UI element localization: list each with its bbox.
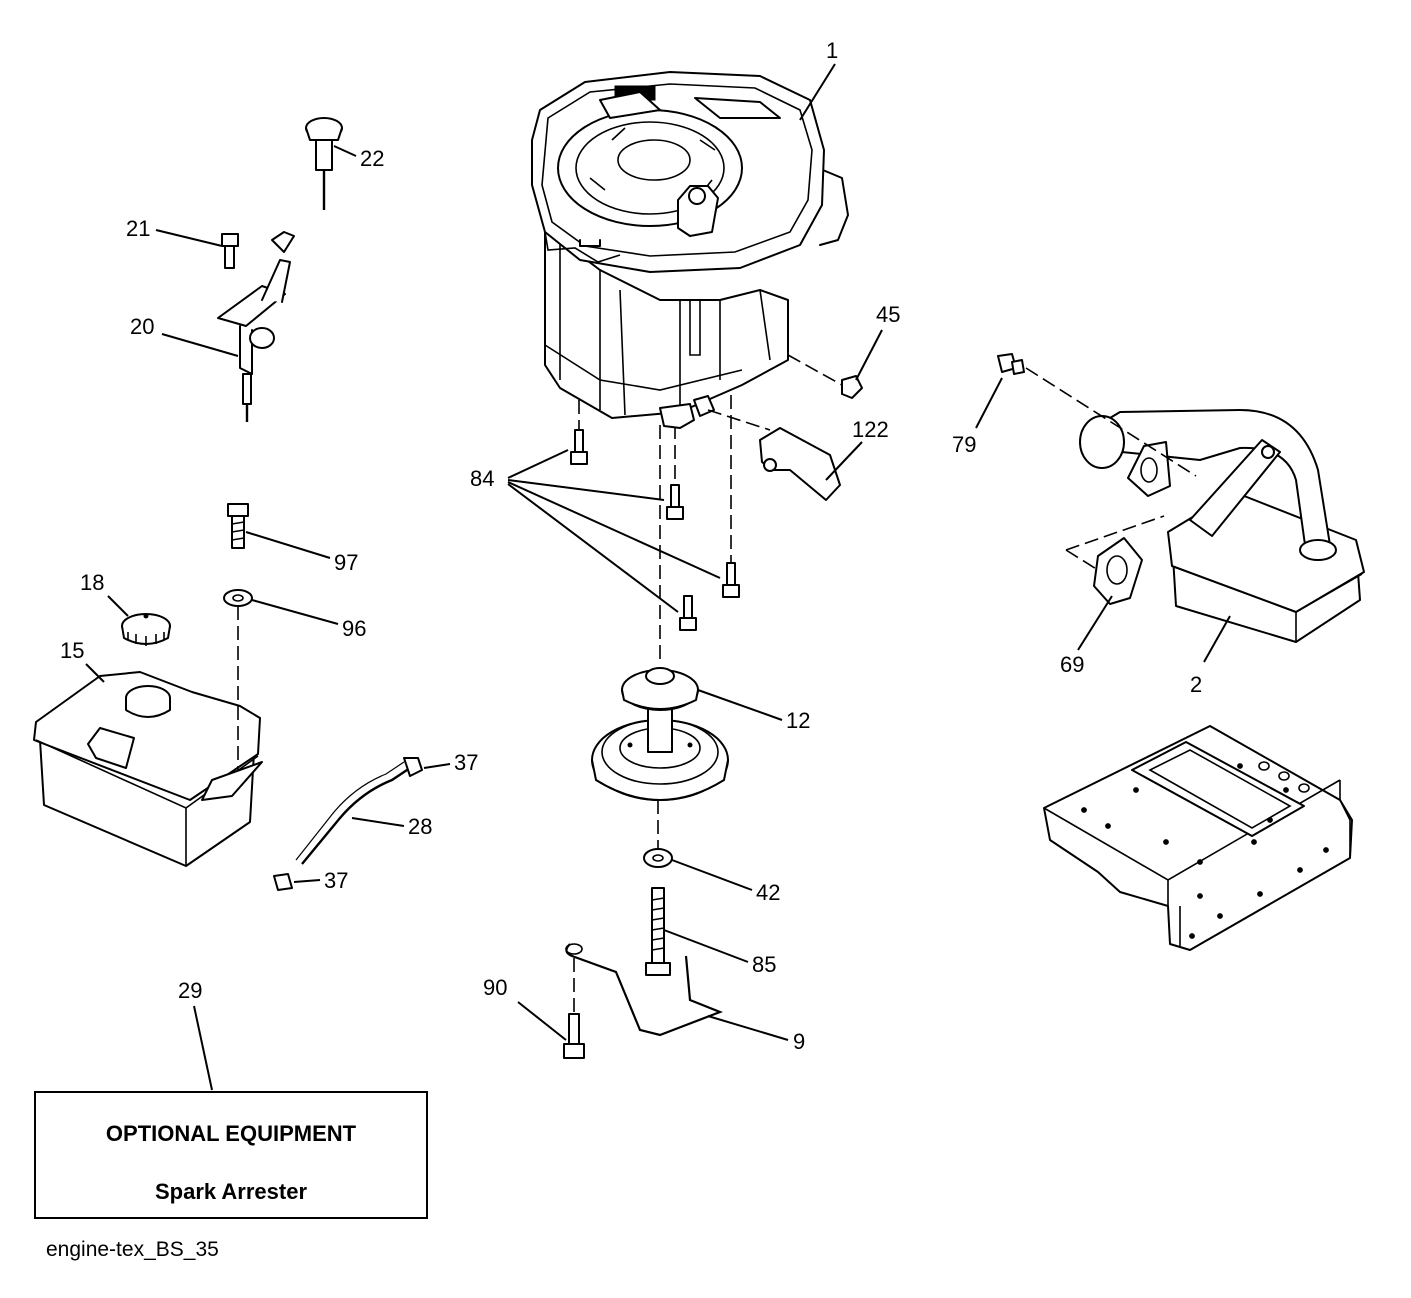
callout-84: 84 bbox=[470, 466, 494, 491]
bolt-84-d bbox=[679, 595, 697, 631]
choke-knob bbox=[305, 117, 343, 210]
gasket-69 bbox=[1093, 537, 1143, 605]
callout-20: 20 bbox=[130, 314, 154, 339]
fuel-cap bbox=[121, 613, 171, 646]
bolt-84-c bbox=[722, 562, 740, 598]
callout-15: 15 bbox=[60, 638, 84, 663]
callout-45: 45 bbox=[876, 302, 900, 327]
callout-fuel-line-28: 28 bbox=[408, 814, 432, 839]
bolt-84-a bbox=[570, 429, 588, 465]
throttle-control bbox=[217, 231, 295, 422]
bolt-85 bbox=[645, 887, 671, 976]
callout-spark-arrester: 29 bbox=[178, 978, 202, 1003]
callout-79: 79 bbox=[952, 432, 976, 457]
callout-18: 18 bbox=[80, 570, 104, 595]
bolt-84-b bbox=[666, 484, 684, 520]
bolt-79 bbox=[997, 353, 1025, 375]
figure-id: engine-tex_BS_35 bbox=[46, 1238, 219, 1261]
muffler bbox=[1079, 409, 1365, 643]
optional-equipment-title: OPTIONAL EQUIPMENT bbox=[105, 1121, 357, 1146]
optional-equipment-box: OPTIONAL EQUIPMENT Spark Arrester bbox=[34, 1091, 428, 1219]
fuel-tank bbox=[33, 671, 263, 867]
callout-122: 122 bbox=[852, 417, 889, 442]
spark-arrester-label: Spark Arrester bbox=[154, 1179, 308, 1204]
callout-85: 85 bbox=[752, 952, 776, 977]
screw-97 bbox=[227, 503, 249, 549]
callout-37a: 37 bbox=[454, 750, 478, 775]
callout-37b: 37 bbox=[324, 868, 348, 893]
engine bbox=[531, 71, 849, 419]
callout-90: 90 bbox=[483, 975, 507, 1000]
callout-69: 69 bbox=[1060, 652, 1084, 677]
screw-21 bbox=[221, 233, 239, 269]
callout-9: 9 bbox=[793, 1029, 805, 1054]
engine-pulley bbox=[591, 667, 729, 801]
callout-96: 96 bbox=[342, 616, 366, 641]
callout-42: 42 bbox=[756, 880, 780, 905]
callout-1: 1 bbox=[826, 38, 838, 63]
callout-2: 2 bbox=[1190, 672, 1202, 697]
heat-shield bbox=[759, 427, 841, 501]
callout-12: 12 bbox=[786, 708, 810, 733]
engine-mount-plate bbox=[1043, 725, 1353, 951]
callout-22: 22 bbox=[360, 146, 384, 171]
callout-21: 21 bbox=[126, 216, 150, 241]
callout-97: 97 bbox=[334, 550, 358, 575]
